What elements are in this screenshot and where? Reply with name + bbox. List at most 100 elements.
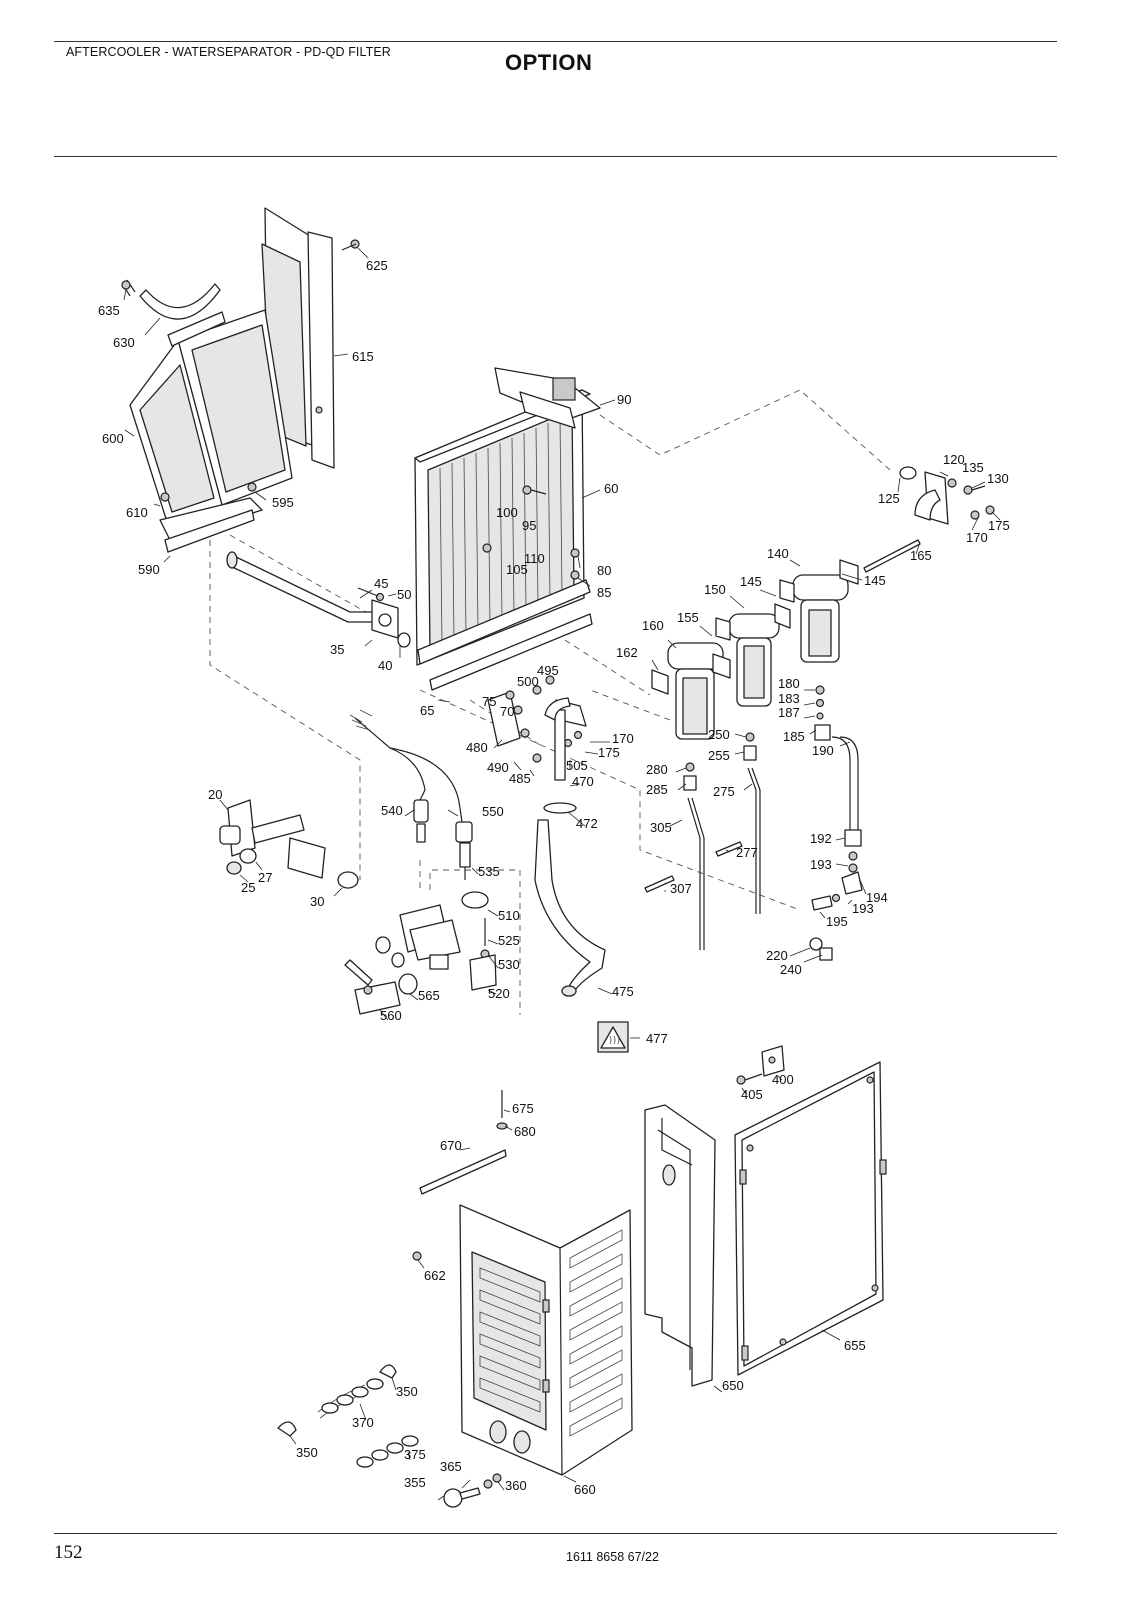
callout-30: 30 [310, 894, 324, 909]
callout-45: 45 [374, 576, 388, 591]
callout-130: 130 [987, 471, 1009, 486]
callout-160: 160 [642, 618, 664, 633]
callout-220: 220 [766, 948, 788, 963]
callout-520: 520 [488, 986, 510, 1001]
door-hinge-bracket [736, 1045, 785, 1085]
callout-90: 90 [617, 392, 631, 407]
callout-185: 185 [783, 729, 805, 744]
callout-175b: 175 [598, 745, 620, 760]
callout-80: 80 [597, 563, 611, 578]
callout-145b: 145 [740, 574, 762, 589]
callout-162: 162 [616, 645, 638, 660]
callout-277: 277 [736, 845, 758, 860]
callout-370: 370 [352, 1415, 374, 1430]
air-deflector-hood [121, 207, 360, 553]
callout-662: 662 [424, 1268, 446, 1283]
callout-285: 285 [646, 782, 668, 797]
callout-355: 355 [404, 1475, 426, 1490]
callout-472: 472 [576, 816, 598, 831]
callout-190: 190 [812, 743, 834, 758]
callout-490: 490 [487, 760, 509, 775]
callout-192: 192 [810, 831, 832, 846]
callout-193b: 193 [852, 901, 874, 916]
callout-400: 400 [772, 1072, 794, 1087]
callout-680: 680 [514, 1124, 536, 1139]
air-inlet-pipe [226, 551, 411, 648]
lifting-chains [277, 1364, 502, 1508]
filter-drain-fittings [644, 685, 863, 961]
callout-255: 255 [708, 748, 730, 763]
callout-180: 180 [778, 676, 800, 691]
filter-housing-waterseparator [651, 642, 731, 740]
callout-670: 670 [440, 1138, 462, 1153]
water-separator-body [219, 799, 359, 889]
callout-50: 50 [397, 587, 411, 602]
callout-650: 650 [722, 1378, 744, 1393]
callout-275: 275 [713, 784, 735, 799]
header-bottom-rule [54, 156, 1057, 157]
condensate-drain-hose [534, 697, 606, 997]
callout-480: 480 [466, 740, 488, 755]
callout-194: 194 [866, 890, 888, 905]
callout-170a: 170 [966, 530, 988, 545]
callout-170b: 170 [612, 731, 634, 746]
callout-250: 250 [708, 727, 730, 742]
callout-610: 610 [126, 505, 148, 520]
callout-477: 477 [646, 1031, 668, 1046]
callout-365: 365 [440, 1459, 462, 1474]
door-stay-rod [412, 1090, 508, 1261]
callout-375: 375 [404, 1447, 426, 1462]
callout-350a: 350 [396, 1384, 418, 1399]
callout-535: 535 [478, 864, 500, 879]
callout-280: 280 [646, 762, 668, 777]
outlet-flange-elbow [863, 466, 995, 573]
callout-485: 485 [509, 771, 531, 786]
callout-510: 510 [498, 908, 520, 923]
callout-675: 675 [512, 1101, 534, 1116]
callout-470: 470 [572, 774, 594, 789]
filter-housing-pd [715, 603, 791, 707]
callout-70: 70 [500, 704, 514, 719]
callout-100: 100 [496, 505, 518, 520]
callout-175a: 175 [988, 518, 1010, 533]
callout-187: 187 [778, 705, 800, 720]
header-top-rule [54, 41, 1057, 42]
callout-590: 590 [138, 562, 160, 577]
callout-140: 140 [767, 546, 789, 561]
callout-35: 35 [330, 642, 344, 657]
callout-405: 405 [741, 1087, 763, 1102]
callout-145a: 145 [864, 573, 886, 588]
sensor-wiring-harness [349, 709, 473, 880]
callout-95: 95 [522, 518, 536, 533]
callout-195: 195 [826, 914, 848, 929]
callout-307: 307 [670, 881, 692, 896]
callout-193a: 193 [810, 857, 832, 872]
callout-660: 660 [574, 1482, 596, 1497]
callout-635: 635 [98, 303, 120, 318]
callout-75: 75 [482, 694, 496, 709]
callout-27: 27 [258, 870, 272, 885]
callout-leader-lines [123, 247, 1001, 1501]
callout-540: 540 [381, 803, 403, 818]
callout-550: 550 [482, 804, 504, 819]
canopy-access-door [734, 1061, 887, 1376]
callout-120: 120 [943, 452, 965, 467]
header-option-label: OPTION [505, 50, 593, 75]
callout-40: 40 [378, 658, 392, 673]
callout-125: 125 [878, 491, 900, 506]
callout-numbers: 625 635 630 615 600 610 595 590 90 60 10… [98, 258, 1010, 1497]
callout-475: 475 [612, 984, 634, 999]
callout-85: 85 [597, 585, 611, 600]
document-code: 1611 8658 67/22 [566, 1550, 659, 1564]
callout-65: 65 [420, 703, 434, 718]
callout-560: 560 [380, 1008, 402, 1023]
callout-655: 655 [844, 1338, 866, 1353]
header-title: AFTERCOOLER - WATERSEPARATOR - PD-QD FIL… [66, 45, 391, 59]
callout-155: 155 [677, 610, 699, 625]
callout-500: 500 [517, 674, 539, 689]
callout-360: 360 [505, 1478, 527, 1493]
callout-625: 625 [366, 258, 388, 273]
callout-530: 530 [498, 957, 520, 972]
hot-surface-warning-icon [597, 1021, 629, 1053]
